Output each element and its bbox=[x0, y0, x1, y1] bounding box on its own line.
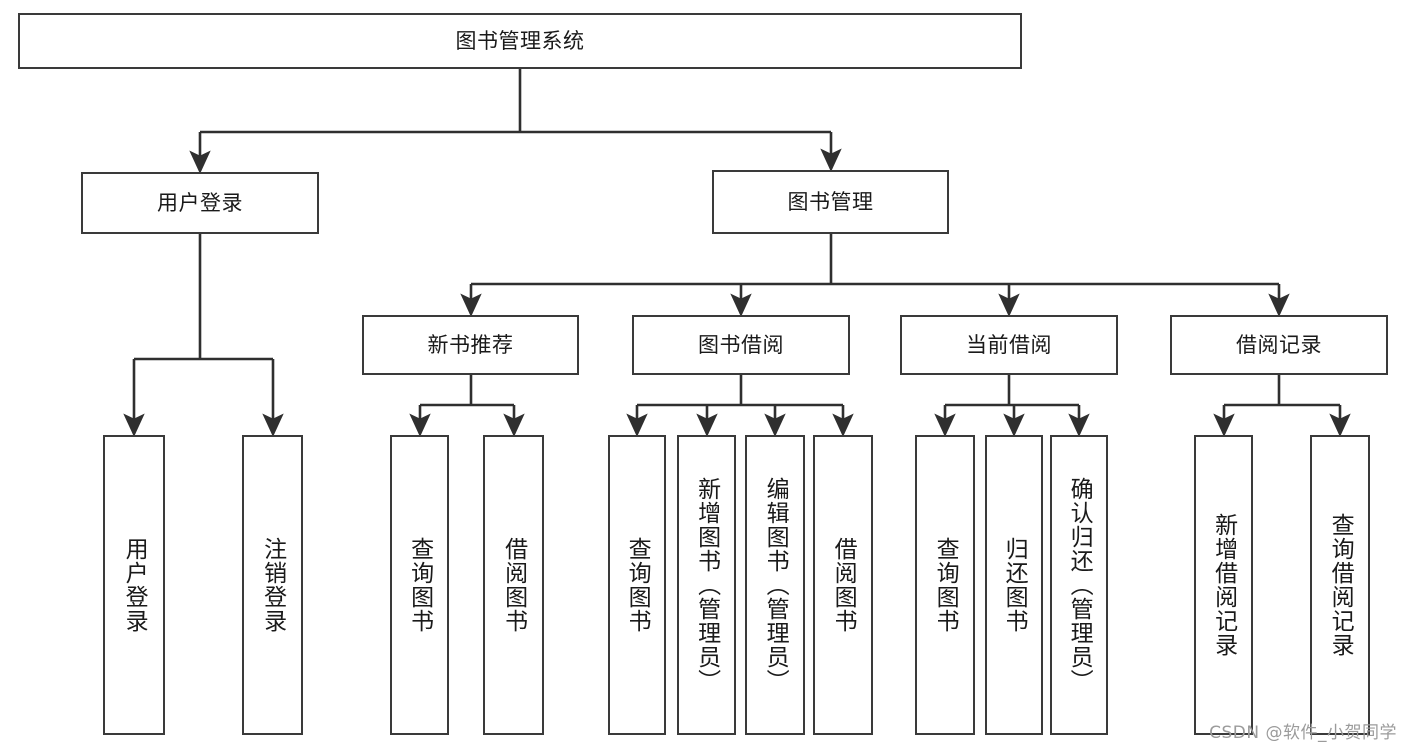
node-label: 查询借阅记录 bbox=[1327, 513, 1354, 657]
node-leaf-borrow-book-1: 借阅图书 bbox=[483, 435, 544, 735]
node-label: 借阅图书 bbox=[830, 537, 857, 633]
node-leaf-confirm-return: 确认归还（管理员） bbox=[1050, 435, 1108, 735]
node-label: 编辑图书（管理员） bbox=[762, 477, 789, 693]
node-label: 图书管理系统 bbox=[455, 28, 585, 53]
node-label: 新书推荐 bbox=[427, 332, 514, 357]
node-leaf-query-book-1: 查询图书 bbox=[390, 435, 449, 735]
node-label: 用户登录 bbox=[157, 190, 243, 215]
node-new-book-rec: 新书推荐 bbox=[362, 315, 579, 375]
node-leaf-add-record: 新增借阅记录 bbox=[1194, 435, 1253, 735]
node-label: 归还图书 bbox=[1001, 537, 1028, 633]
node-label: 新增图书（管理员） bbox=[693, 477, 720, 693]
node-label: 图书管理 bbox=[787, 189, 874, 214]
node-label: 注销登录 bbox=[259, 537, 286, 633]
node-leaf-query-book-3: 查询图书 bbox=[915, 435, 975, 735]
node-root: 图书管理系统 bbox=[18, 13, 1022, 69]
node-current-borrow: 当前借阅 bbox=[900, 315, 1118, 375]
node-book-borrow: 图书借阅 bbox=[632, 315, 850, 375]
node-label: 确认归还（管理员） bbox=[1066, 477, 1093, 693]
node-label: 用户登录 bbox=[121, 537, 148, 633]
node-label: 当前借阅 bbox=[966, 332, 1052, 357]
node-leaf-return-book: 归还图书 bbox=[985, 435, 1043, 735]
node-leaf-borrow-book-2: 借阅图书 bbox=[813, 435, 873, 735]
node-leaf-query-book-2: 查询图书 bbox=[608, 435, 666, 735]
node-leaf-edit-book: 编辑图书（管理员） bbox=[745, 435, 805, 735]
node-label: 查询图书 bbox=[932, 537, 959, 633]
node-borrow-record: 借阅记录 bbox=[1170, 315, 1388, 375]
node-label: 新增借阅记录 bbox=[1210, 513, 1237, 657]
node-user-login: 用户登录 bbox=[81, 172, 319, 234]
node-label: 查询图书 bbox=[624, 537, 651, 633]
node-leaf-query-record: 查询借阅记录 bbox=[1310, 435, 1370, 735]
node-leaf-logout: 注销登录 bbox=[242, 435, 303, 735]
node-label: 借阅记录 bbox=[1236, 332, 1322, 357]
node-leaf-user-login: 用户登录 bbox=[103, 435, 165, 735]
node-book-manage: 图书管理 bbox=[712, 170, 949, 234]
node-label: 图书借阅 bbox=[698, 332, 784, 357]
node-label: 查询图书 bbox=[406, 537, 433, 633]
node-leaf-add-book: 新增图书（管理员） bbox=[677, 435, 736, 735]
node-label: 借阅图书 bbox=[500, 537, 527, 633]
